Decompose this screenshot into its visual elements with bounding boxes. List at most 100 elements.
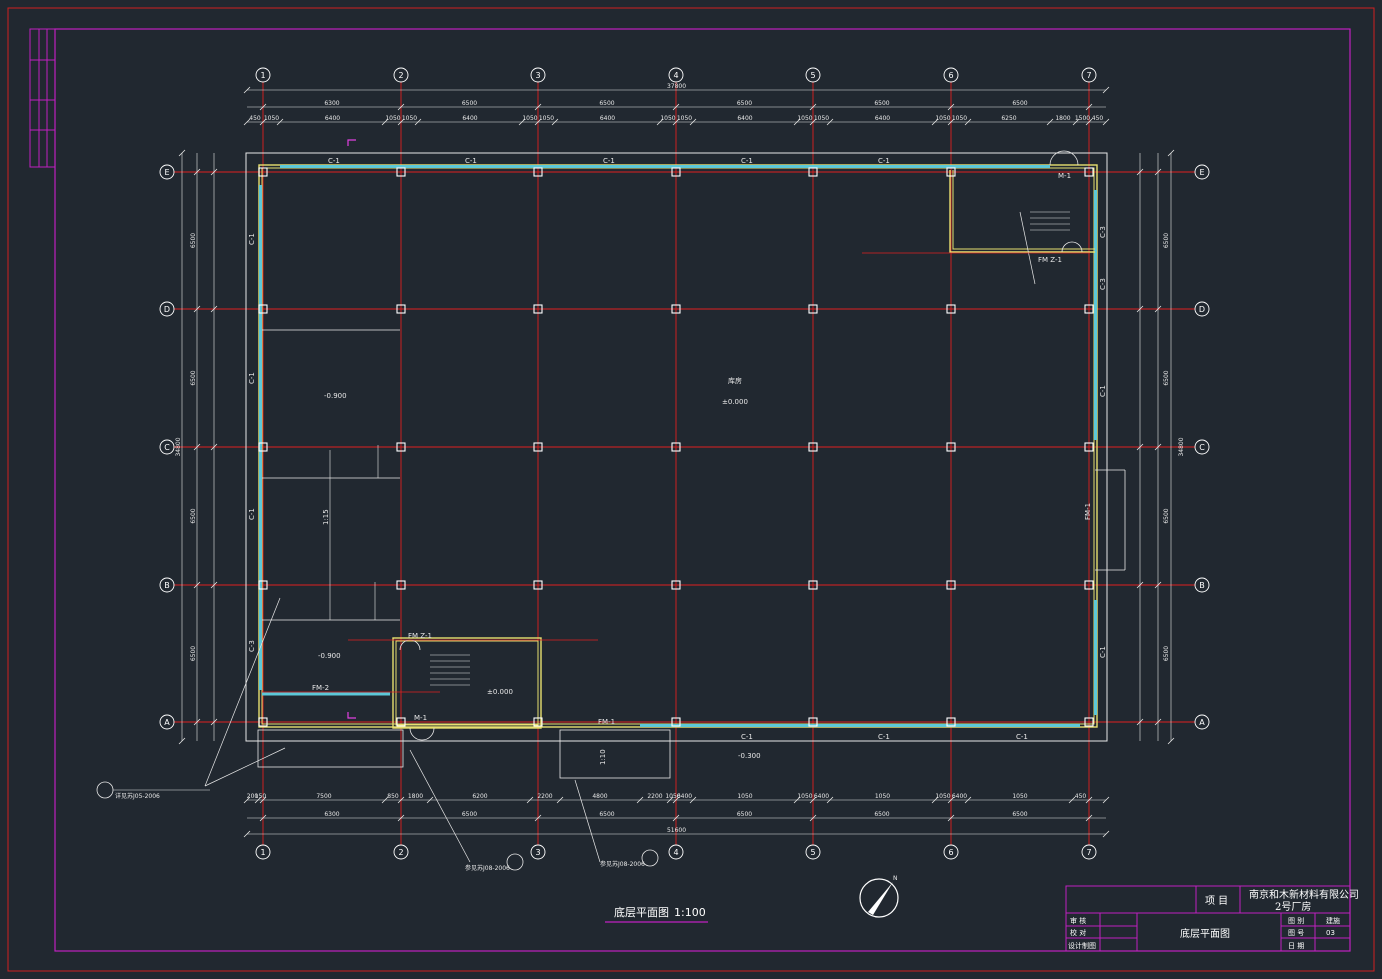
dim-bottom-seg-11: 6400 bbox=[677, 793, 692, 800]
dim-bottom-seg-10: 1050 bbox=[665, 793, 680, 800]
dim-top-seg-5: 1050 bbox=[402, 115, 417, 122]
axis-bubble-top-7: 7 bbox=[1081, 67, 1097, 83]
dim-top-bay-6: 6500 bbox=[1012, 100, 1027, 107]
ramp-slope-2: 1:15 bbox=[322, 509, 330, 525]
svg-text:A: A bbox=[164, 718, 170, 727]
axis-bubble-top-1: 1 bbox=[255, 67, 271, 83]
dim-top-seg-11: 1050 bbox=[677, 115, 692, 122]
column bbox=[1084, 167, 1094, 177]
column bbox=[808, 442, 818, 452]
dim-bottom-seg-8: 4800 bbox=[592, 793, 607, 800]
axis-bubble-bottom-6: 6 bbox=[943, 844, 959, 860]
dim-bottom-bay-6: 6500 bbox=[1012, 811, 1027, 818]
axis-bubble-right-C: C bbox=[1194, 439, 1210, 455]
svg-text:1: 1 bbox=[260, 848, 265, 857]
dim-top-seg-19: 1800 bbox=[1055, 115, 1070, 122]
column bbox=[396, 442, 406, 452]
dim-right-bay-4: 6500 bbox=[1163, 646, 1170, 661]
svg-text:2: 2 bbox=[398, 848, 403, 857]
svg-text:6: 6 bbox=[948, 848, 953, 857]
building-outline bbox=[204, 139, 1126, 863]
dim-top-seg-1: 450 bbox=[249, 115, 261, 122]
outer-border bbox=[7, 7, 1375, 972]
door-label-fmz1-left: FM Z-1 bbox=[408, 632, 432, 640]
dim-bottom-seg-6: 6200 bbox=[472, 793, 487, 800]
door-label-fm1-right: FM-1 bbox=[1084, 503, 1092, 520]
column bbox=[671, 580, 681, 590]
column bbox=[396, 580, 406, 590]
svg-text:3: 3 bbox=[535, 71, 540, 80]
dim-left-bay-4: 6500 bbox=[190, 646, 197, 661]
dim-bottom-seg-9: 2200 bbox=[647, 793, 662, 800]
door-label-fm2: FM-2 bbox=[312, 684, 329, 692]
dim-left-bay-3: 6500 bbox=[190, 508, 197, 523]
door-fmz1-right bbox=[1061, 241, 1083, 253]
svg-text:2: 2 bbox=[398, 71, 403, 80]
dim-bottom-seg-13: 1050 bbox=[797, 793, 812, 800]
column bbox=[946, 442, 956, 452]
sheet-title: 底层平面图 bbox=[1180, 927, 1230, 940]
dim-bottom-seg-19: 450 bbox=[1075, 793, 1087, 800]
ramp-slope-1: 1:10 bbox=[599, 749, 607, 765]
drawing-title: 底层平面图 bbox=[614, 905, 669, 919]
column bbox=[396, 717, 406, 727]
window-label-top-4: C-1 bbox=[741, 157, 753, 165]
window-label-top-3: C-1 bbox=[603, 157, 615, 165]
dim-bottom-seg-12: 1050 bbox=[737, 793, 752, 800]
dim-right-bay-1: 6500 bbox=[1163, 233, 1170, 248]
axis-bubble-bottom-1: 1 bbox=[255, 844, 271, 860]
field-label-date: 日 期 bbox=[1288, 942, 1304, 950]
level-left-2: -0.900 bbox=[318, 652, 341, 660]
door-label-m1-bottom: M-1 bbox=[414, 714, 427, 722]
row-label-design: 设计制图 bbox=[1068, 941, 1096, 950]
dim-top-seg-2: 1050 bbox=[264, 115, 279, 122]
column bbox=[533, 717, 543, 727]
window-label-right-1: C-3 bbox=[1099, 226, 1107, 238]
svg-text:E: E bbox=[1199, 168, 1204, 177]
column bbox=[671, 167, 681, 177]
dim-top-seg-21: 450 bbox=[1092, 115, 1104, 122]
axis-bubble-bottom-2: 2 bbox=[393, 844, 409, 860]
dim-top-seg-20: 1500 bbox=[1075, 115, 1090, 122]
dim-bottom-seg-18: 1050 bbox=[1012, 793, 1027, 800]
door-m1-bottom bbox=[409, 727, 435, 741]
column bbox=[671, 442, 681, 452]
svg-text:5: 5 bbox=[810, 848, 815, 857]
company-name: 南京和木新材料有限公司 bbox=[1249, 888, 1359, 901]
column bbox=[533, 167, 543, 177]
level-small-room: ±0.000 bbox=[487, 688, 513, 696]
corner-room bbox=[949, 170, 1095, 253]
column bbox=[533, 442, 543, 452]
dim-bottom-seg-5: 1800 bbox=[408, 793, 423, 800]
axis-bubble-bottom-4: 4 bbox=[668, 844, 684, 860]
dim-top-seg-17: 1050 bbox=[952, 115, 967, 122]
dim-bottom-bay-4: 6500 bbox=[737, 811, 752, 818]
window-label-top-1: C-1 bbox=[328, 157, 340, 165]
dim-top-seg-10: 1050 bbox=[660, 115, 675, 122]
axis-bubble-top-2: 2 bbox=[393, 67, 409, 83]
column bbox=[396, 167, 406, 177]
dim-bottom-seg-14: 6400 bbox=[814, 793, 829, 800]
dim-top-seg-4: 1050 bbox=[385, 115, 400, 122]
window-label-right-4: C-1 bbox=[1099, 646, 1107, 658]
axis-bubble-top-3: 3 bbox=[530, 67, 546, 83]
margin-strip bbox=[29, 28, 56, 168]
note-mid: 参见苏J08-2006 bbox=[465, 864, 510, 872]
window-label-bottom-3: C-1 bbox=[1016, 733, 1028, 741]
column bbox=[533, 304, 543, 314]
dim-bottom-seg-16: 1050 bbox=[935, 793, 950, 800]
field-value-number: 03 bbox=[1326, 929, 1335, 937]
window-label-bottom-1: C-1 bbox=[741, 733, 753, 741]
axis-bubble-right-B: B bbox=[1194, 577, 1210, 593]
axis-bubble-left-E: E bbox=[159, 164, 175, 180]
north-arrow-icon: N bbox=[859, 875, 899, 918]
dim-bottom-bay-2: 6500 bbox=[462, 811, 477, 818]
svg-text:7: 7 bbox=[1086, 848, 1091, 857]
dim-top-seg-9: 6400 bbox=[600, 115, 615, 122]
column bbox=[946, 580, 956, 590]
detail-bubble-mid bbox=[506, 853, 524, 871]
dim-top-bay-1: 6300 bbox=[324, 100, 339, 107]
dim-right-total: 34800 bbox=[1178, 437, 1185, 456]
